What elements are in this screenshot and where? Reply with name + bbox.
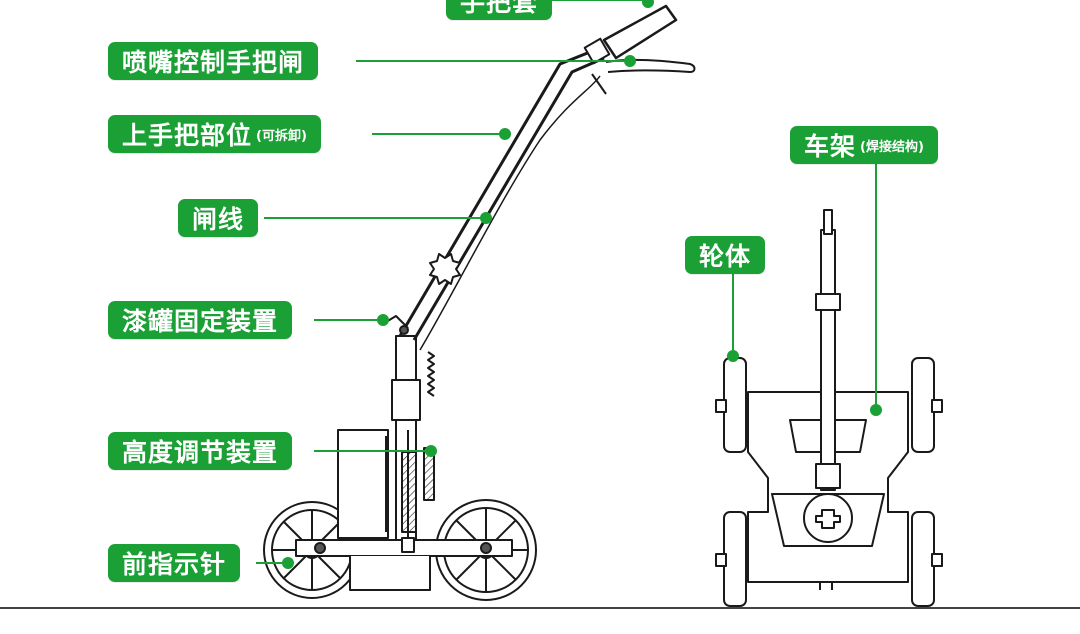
label-wheel-text: 轮体 xyxy=(699,242,752,271)
label-upper-handle-note: (可拆卸) xyxy=(256,128,307,144)
label-upper-handle-text: 上手把部位 xyxy=(122,121,253,150)
label-grip: 手把套 xyxy=(446,0,553,20)
side-view xyxy=(263,4,696,601)
label-nozzle-brake-text: 喷嘴控制手把闸 xyxy=(122,48,305,77)
bottom-divider xyxy=(0,607,1080,609)
label-frame-note: (焊接结构) xyxy=(860,139,924,155)
label-front-pointer: 前指示针 xyxy=(108,544,241,582)
label-brake-cable: 闸线 xyxy=(178,199,259,237)
leader-lines xyxy=(256,0,882,569)
label-height-adjust-text: 高度调节装置 xyxy=(122,438,279,467)
label-grip-text: 手把套 xyxy=(460,0,539,17)
label-wheel: 轮体 xyxy=(685,236,766,274)
label-can-holder-text: 漆罐固定装置 xyxy=(122,307,279,336)
label-height-adjust: 高度调节装置 xyxy=(108,432,293,470)
top-view xyxy=(715,209,943,607)
label-brake-cable-text: 闸线 xyxy=(192,205,245,234)
label-front-pointer-text: 前指示针 xyxy=(122,550,227,579)
label-frame-text: 车架 xyxy=(804,132,857,161)
label-frame: 车架 (焊接结构) xyxy=(790,126,938,164)
label-upper-handle: 上手把部位 (可拆卸) xyxy=(108,115,321,153)
label-can-holder: 漆罐固定装置 xyxy=(108,301,293,339)
label-nozzle-brake: 喷嘴控制手把闸 xyxy=(108,42,319,80)
